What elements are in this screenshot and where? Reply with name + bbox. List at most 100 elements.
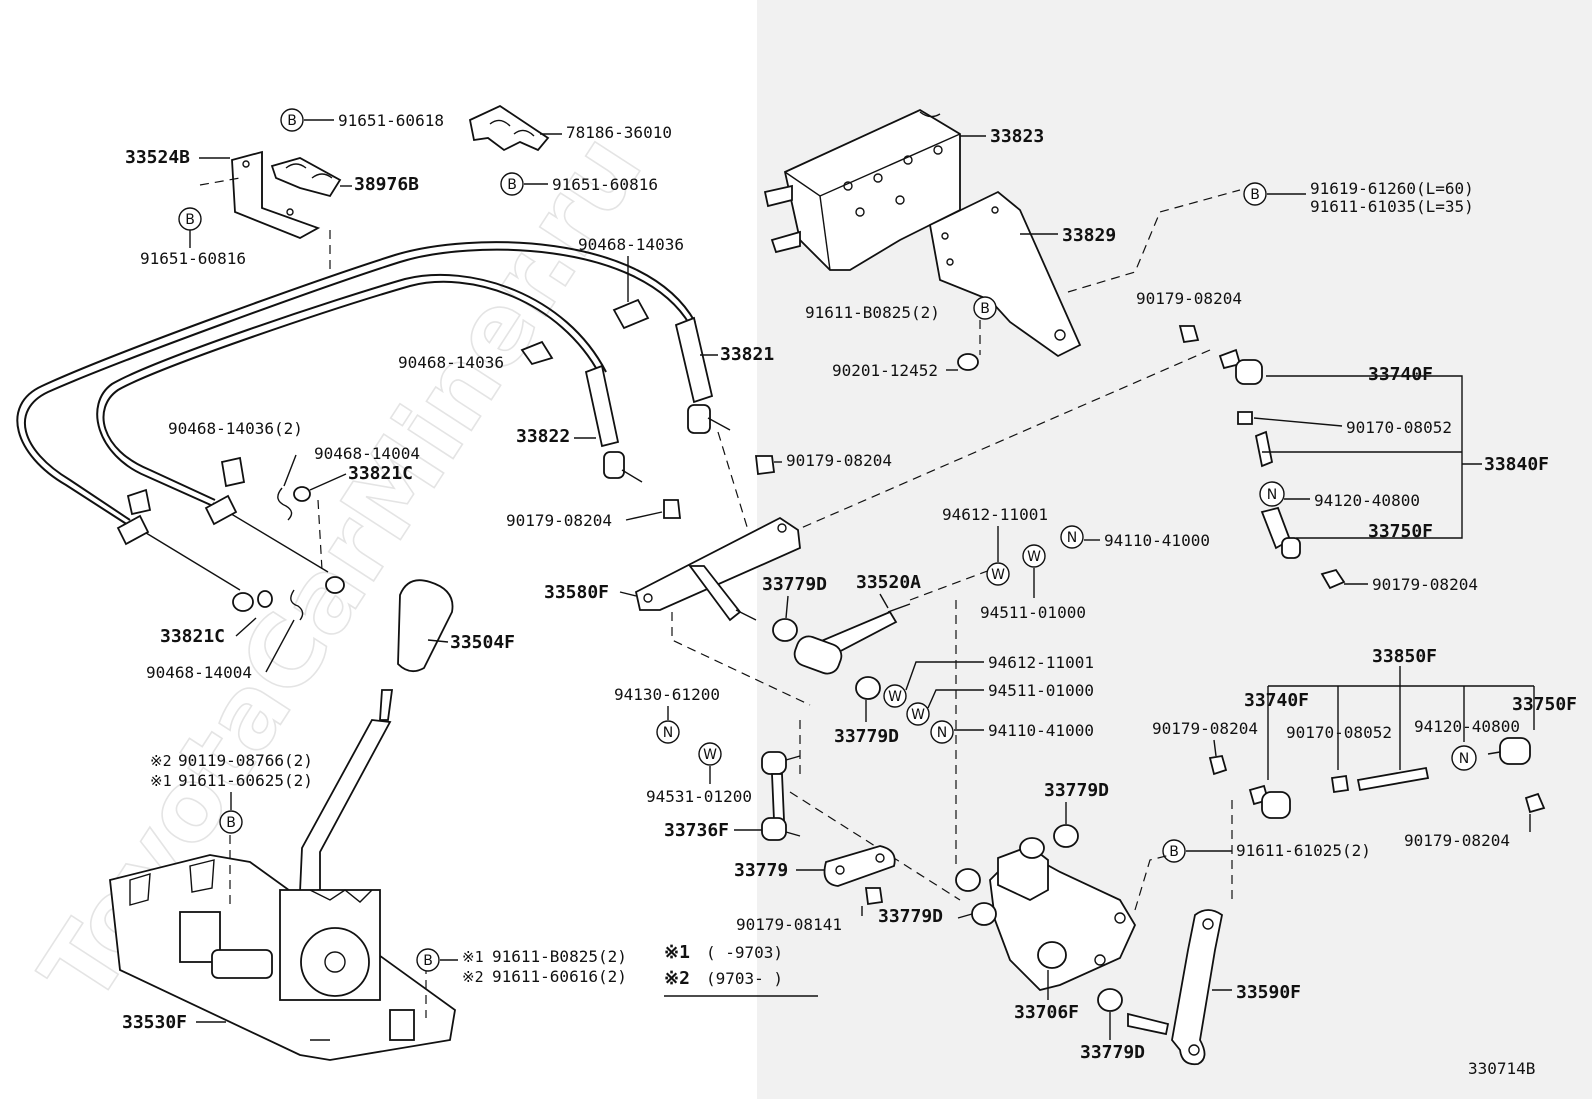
bushing-33821C-b	[232, 592, 254, 612]
label-33520A: 33520A	[856, 572, 921, 593]
label-90179-08204-d: 90179-08204	[1372, 575, 1478, 594]
svg-text:B: B	[980, 301, 990, 317]
label-94110-41000-b: 94110-41000	[988, 721, 1094, 740]
nut-90179-08204-c	[663, 499, 682, 519]
svg-text:W: W	[911, 707, 925, 723]
svg-text:B: B	[507, 177, 517, 193]
label-mark-1a: ※1	[150, 772, 172, 790]
label-33850F: 33850F	[1372, 646, 1437, 667]
legend-text-2: (9703- )	[706, 969, 783, 988]
stud-33840F	[1254, 430, 1274, 468]
label-78186-36010: 78186-36010	[566, 123, 672, 142]
label-90468-14036-2: 90468-14036(2)	[168, 419, 303, 438]
label-90468-14004-a: 90468-14004	[314, 444, 420, 463]
label-90179-08141: 90179-08141	[736, 915, 842, 934]
label-90468-14036-b: 90468-14036	[398, 353, 504, 372]
label-33740F-a: 33740F	[1368, 364, 1433, 385]
label-91611-60625-2: 91611-60625(2)	[178, 771, 313, 790]
label-33530F: 33530F	[122, 1012, 187, 1033]
callout-B-91611-60625: B	[219, 810, 243, 834]
shift-base-33530F	[109, 854, 456, 1061]
nut-90179-08141	[864, 887, 884, 906]
ball-joint-33750F-b	[1487, 737, 1531, 765]
label-33822: 33822	[516, 426, 570, 447]
bracket-33829	[928, 190, 1082, 358]
callout-B-91619-61260: B	[1243, 182, 1267, 206]
label-90179-08204-c: 90179-08204	[1136, 289, 1242, 308]
nut-90179-08204-e	[1320, 568, 1346, 590]
svg-text:W: W	[1027, 549, 1041, 565]
callout-B-91651-60816-a: B	[500, 172, 524, 196]
clip-90468-14036-b	[520, 340, 554, 366]
clip-90468-14036-d	[126, 488, 152, 516]
label-33779D-b: 33779D	[834, 726, 899, 747]
shift-housing-33706F	[989, 837, 1137, 991]
label-90179-08204-b: 90179-08204	[506, 511, 612, 530]
part-labels: 33524B 91651-60618 78186-36010 38976B 91…	[122, 111, 1577, 1063]
label-33779D-a: 33779D	[762, 574, 827, 595]
clip-90468-14004-a	[277, 487, 293, 521]
shift-lever	[299, 689, 394, 893]
label-91651-60816-a: 91651-60816	[552, 175, 658, 194]
callout-B-91651-60618: B	[280, 108, 304, 132]
bushing-33779D-f	[1097, 988, 1123, 1012]
bracket-33524B	[231, 150, 321, 239]
clamp-78186-36010	[468, 104, 550, 152]
callout-W-94511-01000-a: W	[1022, 544, 1046, 568]
callout-B-91611-B0825-b: B	[416, 948, 440, 972]
label-94120-40800-a: 94120-40800	[1314, 491, 1420, 510]
label-91611-B0825-2b: 91611-B0825(2)	[492, 947, 627, 966]
svg-text:N: N	[937, 725, 947, 741]
shift-knob-33504F	[397, 579, 454, 673]
label-90179-08204-a: 90179-08204	[786, 451, 892, 470]
label-94130-61200: 94130-61200	[614, 685, 720, 704]
bushing-33779D-e	[971, 902, 997, 926]
label-91611-61025-2: 91611-61025(2)	[1236, 841, 1371, 860]
label-33823: 33823	[990, 126, 1044, 147]
label-91651-60618: 91651-60618	[338, 111, 444, 130]
label-94612-11001-b: 94612-11001	[988, 653, 1094, 672]
label-94120-40800-b: 94120-40800	[1414, 717, 1520, 736]
svg-text:W: W	[888, 689, 902, 705]
nut-90179-08204-g	[1524, 792, 1546, 814]
nut-90179-08204-f	[1208, 754, 1228, 776]
bushing-33779D-a	[772, 618, 798, 642]
label-94612-11001-a: 94612-11001	[942, 505, 1048, 524]
cable-end-33822	[584, 364, 643, 483]
label-91611-61035: 91611-61035(L=35)	[1310, 197, 1474, 216]
clip-90468-14004-b	[290, 589, 304, 621]
svg-text:B: B	[1250, 187, 1260, 203]
bushing-33779D-b	[855, 676, 881, 700]
legend-mark-2: ※2	[664, 968, 690, 989]
label-90201-12452: 90201-12452	[832, 361, 938, 380]
callout-W-94511-01000-b: W	[906, 702, 930, 726]
nut-90179-08204-b	[754, 455, 776, 476]
label-33740F-b: 33740F	[1244, 690, 1309, 711]
svg-text:B: B	[226, 815, 236, 831]
ball-joint-33740F-a	[1218, 348, 1263, 385]
label-38976B: 38976B	[354, 174, 419, 195]
label-33779: 33779	[734, 860, 788, 881]
label-90170-08052-a: 90170-08052	[1346, 418, 1452, 437]
label-mark-2a: ※2	[150, 752, 172, 770]
callout-B-91611-61025: B	[1162, 839, 1186, 863]
clamp-38976B	[270, 157, 342, 198]
svg-text:B: B	[287, 113, 297, 129]
label-33821C-a: 33821C	[348, 463, 413, 484]
clip-90468-14036-a	[612, 298, 650, 330]
label-94110-41000-a: 94110-41000	[1104, 531, 1210, 550]
label-33706F: 33706F	[1014, 1002, 1079, 1023]
label-33821C-b: 33821C	[160, 626, 225, 647]
label-mark-2b: ※2	[462, 968, 484, 986]
bracket-33823	[763, 108, 961, 271]
bushing-33779D-c	[1053, 824, 1079, 848]
svg-text:N: N	[1067, 530, 1077, 546]
svg-text:B: B	[423, 953, 433, 969]
callout-W-94612-11001-a: W	[986, 562, 1010, 586]
svg-text:N: N	[1267, 487, 1277, 503]
svg-text:N: N	[1459, 751, 1469, 767]
label-91619-61260: 91619-61260(L=60)	[1310, 179, 1474, 198]
label-94511-01000-a: 94511-01000	[980, 603, 1086, 622]
legend-notes: ※1 ( -9703) ※2 (9703- )	[664, 942, 818, 997]
